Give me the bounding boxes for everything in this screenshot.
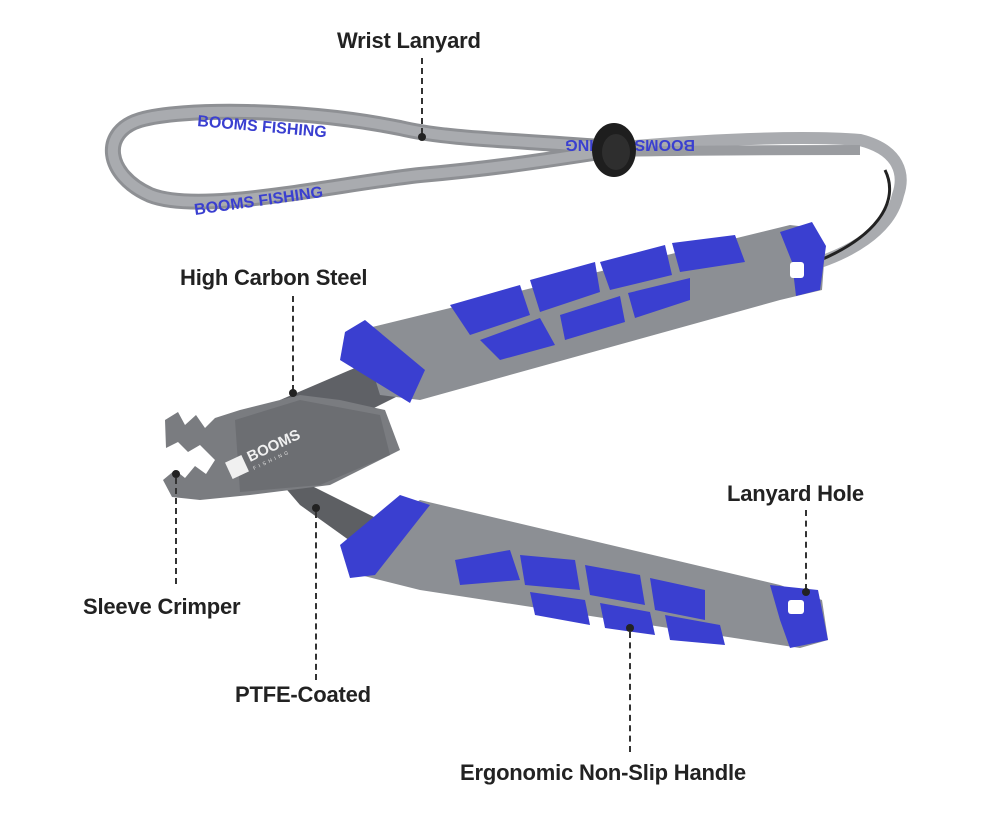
leader-line: [805, 510, 807, 590]
leader-line: [292, 296, 294, 391]
callout-dot: [802, 588, 810, 596]
lanyard-hole-lower: [788, 600, 804, 614]
lanyard-print-bottom: BOOMS FISHING: [193, 184, 324, 219]
callout-dot: [172, 470, 180, 478]
label-lanyard-hole: Lanyard Hole: [727, 481, 864, 506]
callout-dot: [626, 624, 634, 632]
callout-dot: [289, 389, 297, 397]
label-sleeve-crimper: Sleeve Crimper: [83, 594, 241, 619]
brand-logo-mark: [225, 455, 249, 479]
leader-line: [421, 58, 423, 134]
plier-jaws: BOOMS FISHING: [163, 360, 400, 548]
lower-handle: [340, 495, 828, 648]
upper-handle: [340, 222, 826, 403]
callout-dot: [418, 133, 426, 141]
lanyard-hole-upper: [790, 262, 804, 278]
wrist-lanyard: BOOMS FISHING BOOMS FISHING BOOMS FISHIN…: [105, 103, 907, 274]
label-high-carbon-steel: High Carbon Steel: [180, 265, 368, 290]
leader-line: [629, 632, 631, 752]
leader-line: [175, 478, 177, 584]
label-wrist-lanyard: Wrist Lanyard: [337, 28, 481, 53]
leader-line: [315, 512, 317, 680]
label-ergonomic-handle: Ergonomic Non-Slip Handle: [460, 760, 746, 785]
label-ptfe-coated: PTFE-Coated: [235, 682, 371, 707]
callout-dot: [312, 504, 320, 512]
